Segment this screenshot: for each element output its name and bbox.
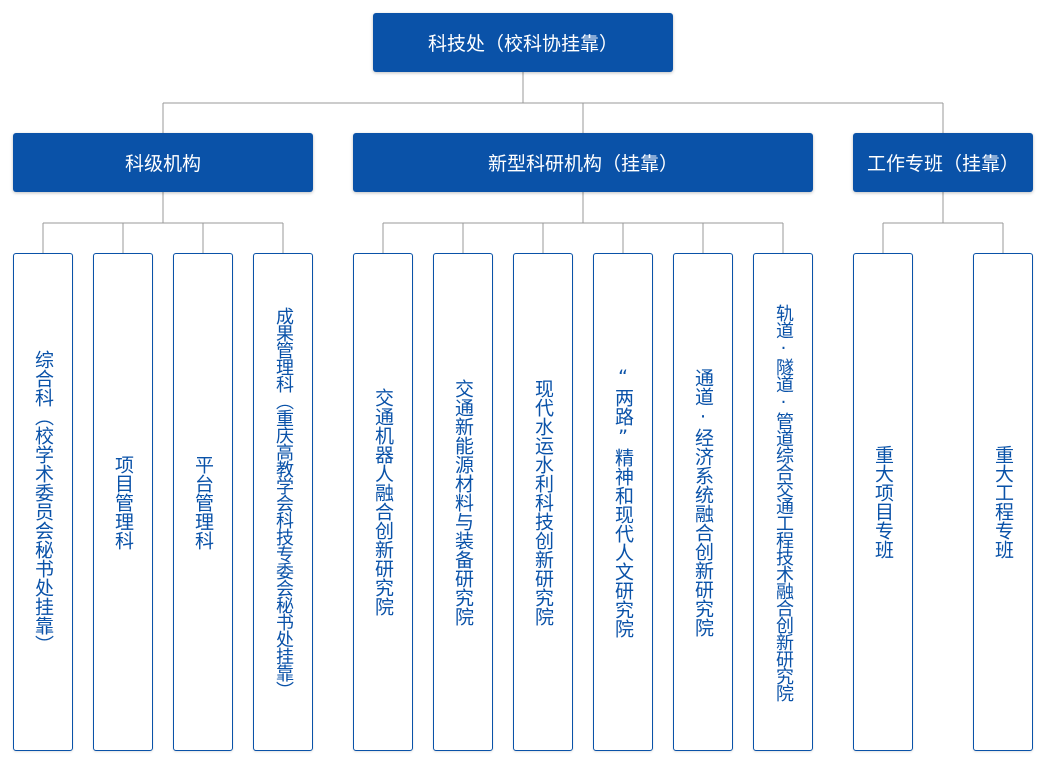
leaf-node: “两路”精神和现代人文研究院 [593, 253, 653, 751]
leaf-label: 重大工程专班 [992, 445, 1014, 559]
leaf-node: 成果管理科（重庆高教学会科技专委会秘书处挂靠） [253, 253, 313, 751]
leaf-label: 通道·经济系统融合创新研究院 [692, 367, 714, 637]
leaf-node: 交通机器人融合创新研究院 [353, 253, 413, 751]
group-label: 工作专班（挂靠） [866, 153, 1019, 175]
leaf-node: 重大工程专班 [973, 253, 1033, 751]
leaf-node: 重大项目专班 [853, 253, 913, 751]
leaf-node: 轨道·隧道·管道综合交通工程技术融合创新研究院 [753, 253, 813, 751]
leaf-label: 项目管理科 [112, 454, 134, 550]
root-label: 科技处（校科协挂靠） [427, 33, 618, 55]
leaf-label: 交通机器人融合创新研究院 [372, 388, 394, 616]
leaf-node: 通道·经济系统融合创新研究院 [673, 253, 733, 751]
group-node-research-institutes: 新型科研机构（挂靠） [353, 133, 813, 192]
leaf-label: 平台管理科 [192, 454, 214, 550]
leaf-node: 现代水运水利科技创新研究院 [513, 253, 573, 751]
group-node-departments: 科级机构 [13, 133, 313, 192]
leaf-node: 交通新能源材料与装备研究院 [433, 253, 493, 751]
leaf-label: 现代水运水利科技创新研究院 [532, 378, 554, 626]
leaf-label: 轨道·隧道·管道综合交通工程技术融合创新研究院 [773, 303, 794, 701]
group-label: 科级机构 [124, 153, 201, 175]
leaf-label: 成果管理科（重庆高教学会科技专委会秘书处挂靠） [273, 306, 294, 698]
leaf-label: “两路”精神和现代人文研究院 [612, 366, 634, 638]
leaf-node: 平台管理科 [173, 253, 233, 751]
group-label: 新型科研机构（挂靠） [487, 153, 678, 175]
leaf-node: 综合科（校学术委员会秘书处挂靠） [13, 253, 73, 751]
leaf-label: 重大项目专班 [872, 445, 894, 559]
group-node-task-forces: 工作专班（挂靠） [853, 133, 1033, 192]
leaf-label: 交通新能源材料与装备研究院 [452, 378, 474, 626]
root-node: 科技处（校科协挂靠） [373, 13, 673, 72]
leaf-node: 项目管理科 [93, 253, 153, 751]
leaf-label: 综合科（校学术委员会秘书处挂靠） [32, 350, 54, 654]
